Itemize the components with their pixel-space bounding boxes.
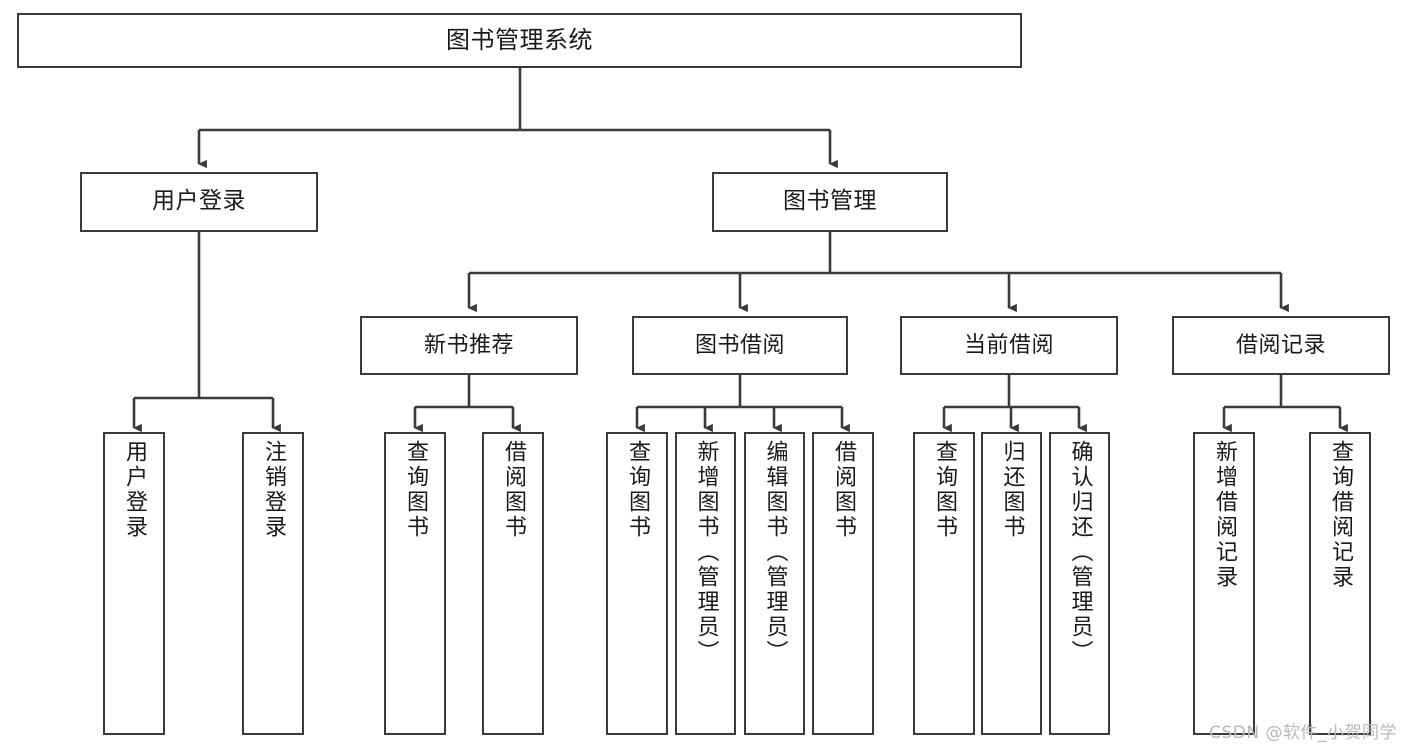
node-leaf-query-book-2[interactable]: 查询图书 (606, 432, 668, 735)
node-leaf-edit-book[interactable]: 编辑图书（管理员） (744, 432, 805, 735)
node-leaf-logout-label: 注销登录 (261, 440, 286, 540)
node-leaf-query-book-2-label: 查询图书 (625, 440, 650, 540)
node-leaf-query-record[interactable]: 查询借阅记录 (1309, 432, 1371, 735)
node-new-book-recommend-label: 新书推荐 (423, 332, 514, 358)
node-book-borrow-label: 图书借阅 (694, 332, 785, 358)
node-leaf-edit-book-label: 编辑图书（管理员） (762, 440, 788, 665)
node-user-login[interactable]: 用户登录 (80, 172, 318, 232)
node-book-manage[interactable]: 图书管理 (712, 172, 948, 232)
node-leaf-add-book[interactable]: 新增图书（管理员） (675, 432, 736, 735)
node-leaf-user-login-label: 用户登录 (122, 440, 147, 540)
node-leaf-query-book-3-label: 查询图书 (932, 440, 957, 540)
node-leaf-query-record-label: 查询借阅记录 (1328, 440, 1353, 590)
node-leaf-confirm-return[interactable]: 确认归还（管理员） (1049, 432, 1110, 735)
node-leaf-borrow-book-2-label: 借阅图书 (831, 440, 856, 540)
node-leaf-add-record-label: 新增借阅记录 (1212, 440, 1237, 590)
node-leaf-query-book-3[interactable]: 查询图书 (913, 432, 975, 735)
node-borrow-record-label: 借阅记录 (1235, 332, 1326, 358)
node-root-label: 图书管理系统 (446, 26, 593, 55)
node-leaf-return-book[interactable]: 归还图书 (981, 432, 1042, 735)
node-book-manage-label: 图书管理 (783, 188, 877, 215)
node-leaf-add-book-label: 新增图书（管理员） (693, 440, 719, 665)
node-leaf-return-book-label: 归还图书 (999, 440, 1025, 540)
node-leaf-query-book-1[interactable]: 查询图书 (384, 432, 446, 735)
node-user-login-label: 用户登录 (152, 188, 246, 215)
node-current-borrow-label: 当前借阅 (963, 332, 1054, 358)
node-current-borrow[interactable]: 当前借阅 (900, 316, 1118, 375)
node-leaf-query-book-1-label: 查询图书 (403, 440, 428, 540)
csdn-watermark: CSDN @软件_小贺同学 (1209, 723, 1397, 743)
node-leaf-borrow-book-2[interactable]: 借阅图书 (812, 432, 874, 735)
node-leaf-borrow-book-1-label: 借阅图书 (501, 440, 526, 540)
node-leaf-add-record[interactable]: 新增借阅记录 (1193, 432, 1255, 735)
node-leaf-confirm-return-label: 确认归还（管理员） (1067, 440, 1093, 665)
node-book-borrow[interactable]: 图书借阅 (632, 316, 848, 375)
node-leaf-borrow-book-1[interactable]: 借阅图书 (482, 432, 544, 735)
node-new-book-recommend[interactable]: 新书推荐 (360, 316, 578, 375)
node-borrow-record[interactable]: 借阅记录 (1172, 316, 1390, 375)
node-root[interactable]: 图书管理系统 (17, 13, 1022, 68)
node-leaf-user-login[interactable]: 用户登录 (103, 432, 165, 735)
node-leaf-logout[interactable]: 注销登录 (242, 432, 304, 735)
